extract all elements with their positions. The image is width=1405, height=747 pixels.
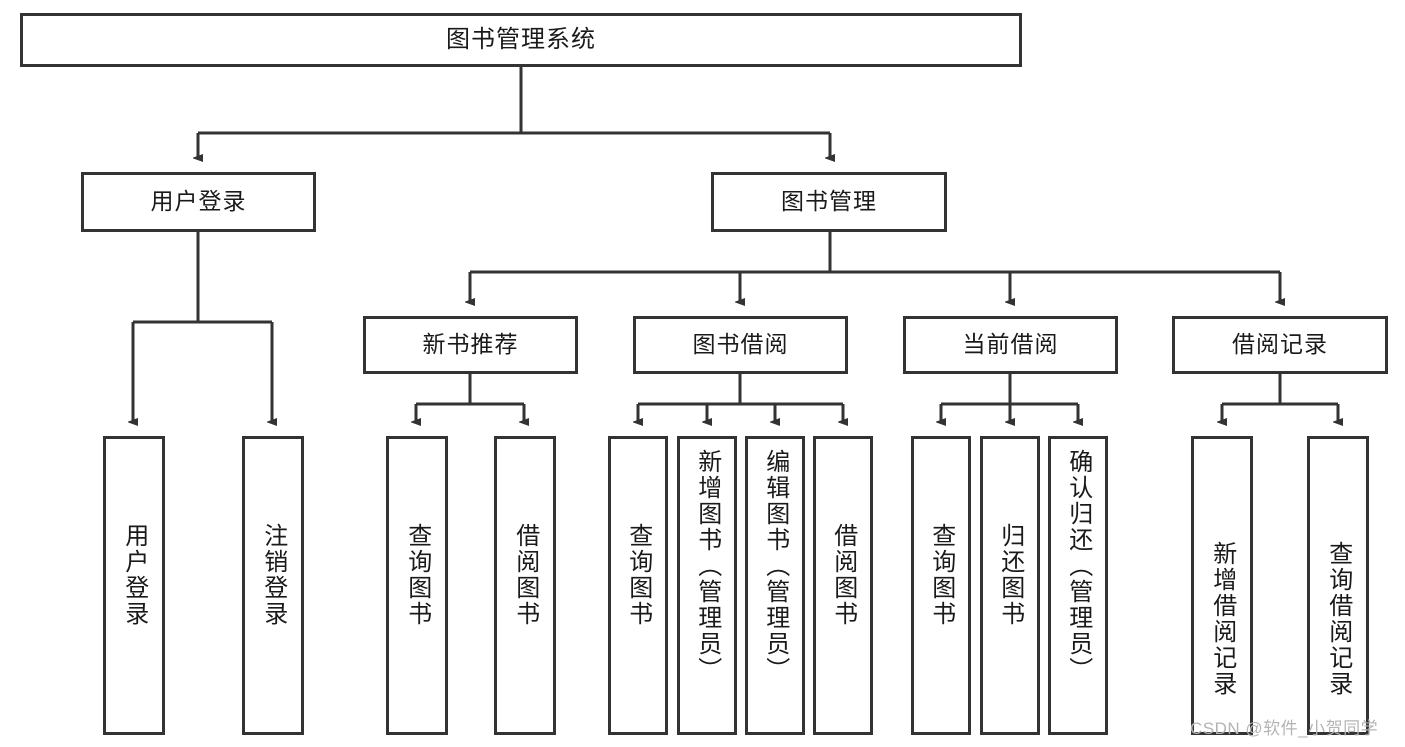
node-label: 查询图书 (403, 523, 431, 627)
node-label: 查询图书 (927, 523, 955, 627)
node-user-login[interactable]: 用户登录 (81, 172, 316, 232)
leaf-borrow-borrow-book[interactable]: 借阅图书 (813, 436, 873, 735)
node-label: 图书借阅 (692, 331, 789, 358)
node-label: 用户登录 (150, 188, 247, 215)
leaf-record-add-record[interactable]: 新增借阅记录 (1191, 436, 1253, 735)
leaf-recommend-query-book[interactable]: 查询图书 (386, 436, 448, 735)
node-book-borrow[interactable]: 图书借阅 (633, 316, 848, 374)
node-label: 新增借阅记录 (1208, 541, 1236, 697)
node-label: 借阅记录 (1232, 331, 1328, 358)
leaf-user-login[interactable]: 用户登录 (103, 436, 165, 735)
leaf-current-confirm-return-admin[interactable]: 确认归还（管理员） (1048, 436, 1108, 735)
leaf-record-query-record[interactable]: 查询借阅记录 (1307, 436, 1369, 735)
leaf-current-query-book[interactable]: 查询图书 (911, 436, 971, 735)
node-label: 新书推荐 (422, 331, 519, 358)
leaf-borrow-edit-book-admin[interactable]: 编辑图书（管理员） (745, 436, 805, 735)
leaf-current-return-book[interactable]: 归还图书 (980, 436, 1040, 735)
node-label: 图书管理系统 (446, 25, 596, 53)
node-label: 新增图书（管理员） (693, 449, 721, 683)
node-label: 查询借阅记录 (1324, 541, 1352, 697)
leaf-user-logout[interactable]: 注销登录 (242, 436, 304, 735)
node-label: 当前借阅 (962, 331, 1059, 358)
leaf-borrow-query-book[interactable]: 查询图书 (608, 436, 668, 735)
node-label: 借阅图书 (511, 523, 539, 627)
csdn-watermark: CSDN @软件_小贺同学 (1190, 719, 1379, 738)
node-label: 确认归还（管理员） (1064, 449, 1092, 683)
node-new-book-recommend[interactable]: 新书推荐 (363, 316, 578, 374)
node-label: 编辑图书（管理员） (761, 449, 789, 683)
node-current-borrow[interactable]: 当前借阅 (903, 316, 1118, 374)
node-label: 借阅图书 (829, 523, 857, 627)
node-label: 归还图书 (996, 523, 1024, 627)
node-borrow-record[interactable]: 借阅记录 (1172, 316, 1388, 374)
node-root-system[interactable]: 图书管理系统 (20, 13, 1022, 67)
node-label: 查询图书 (624, 523, 652, 627)
leaf-borrow-add-book-admin[interactable]: 新增图书（管理员） (677, 436, 737, 735)
node-label: 注销登录 (259, 523, 287, 627)
leaf-recommend-borrow-book[interactable]: 借阅图书 (494, 436, 556, 735)
node-book-management[interactable]: 图书管理 (711, 172, 947, 232)
node-label: 用户登录 (120, 523, 148, 627)
node-label: 图书管理 (781, 188, 877, 215)
